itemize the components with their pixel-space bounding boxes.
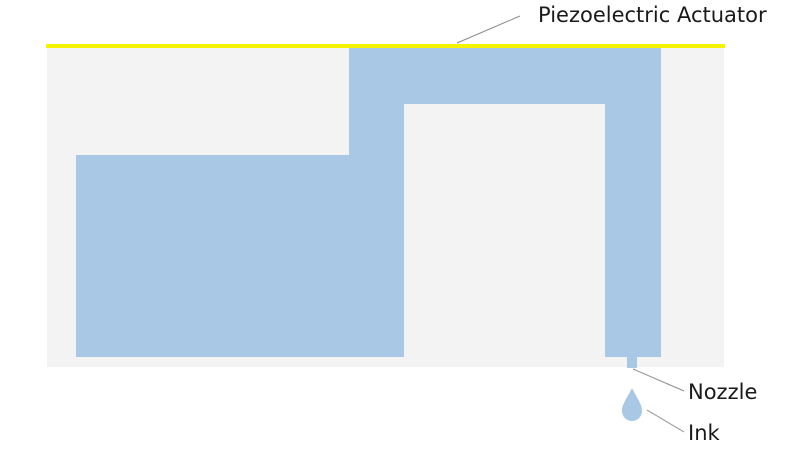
ink-leader-line <box>646 409 685 433</box>
piezoelectric-actuator <box>46 44 725 48</box>
ink-label: Ink <box>688 421 721 445</box>
actuator-leader-line <box>456 15 521 44</box>
ink-droplet <box>622 388 642 421</box>
nozzle-label: Nozzle <box>688 380 757 404</box>
nozzle-leader-line <box>632 368 685 392</box>
actuator-label: Piezoelectric Actuator <box>538 3 767 27</box>
ink-channel <box>76 47 661 357</box>
nozzle <box>627 356 637 368</box>
